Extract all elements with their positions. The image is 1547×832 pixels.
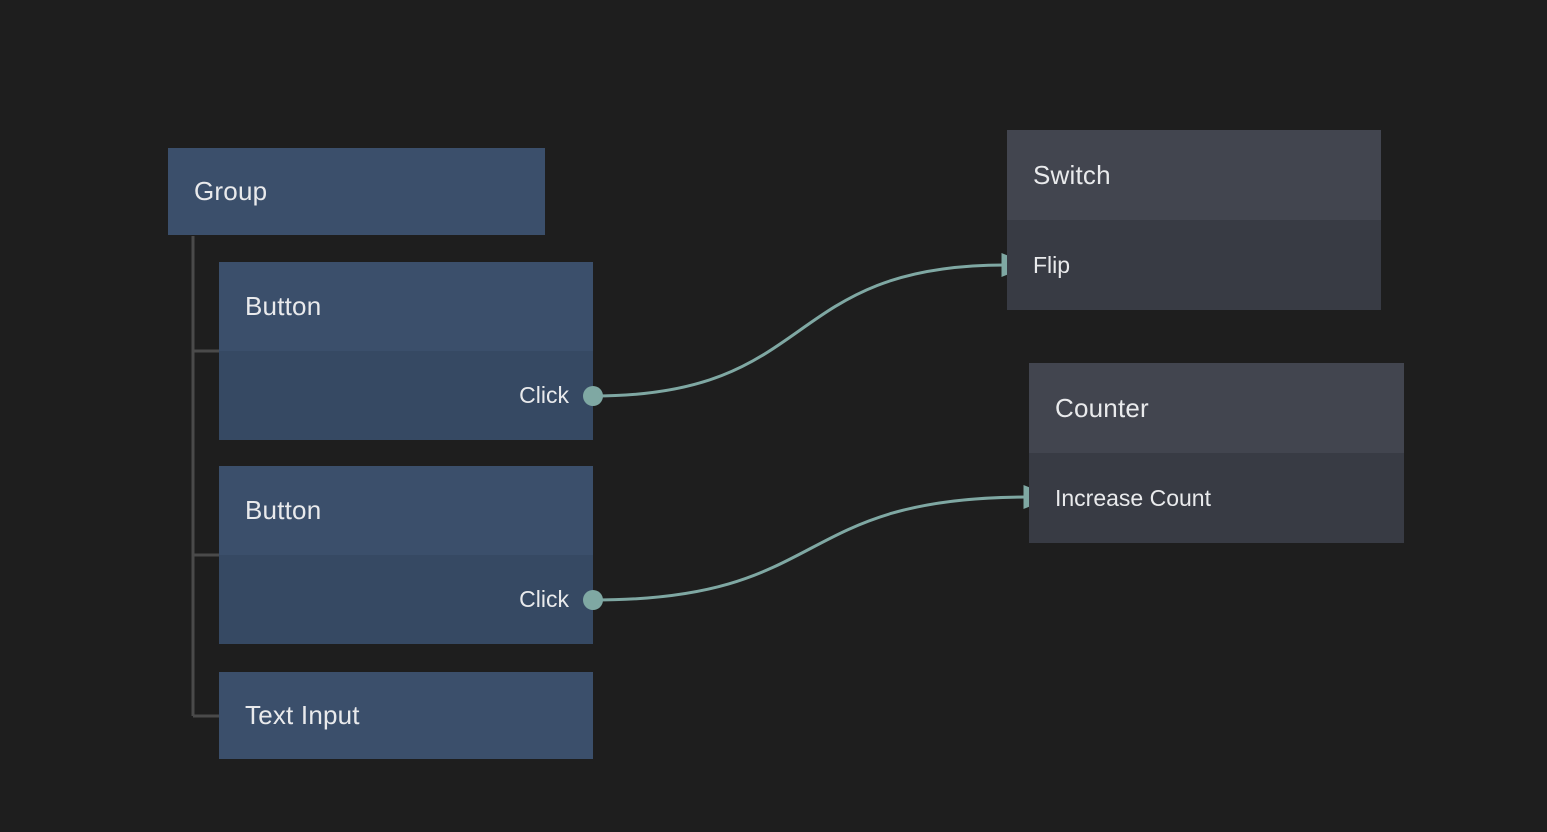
node-text-input-title: Text Input: [245, 700, 360, 730]
port-dot-icon[interactable]: [583, 589, 603, 610]
node-button-one[interactable]: Button Click: [219, 262, 603, 440]
node-switch-body: Flip: [1007, 220, 1381, 310]
node-button-two-body: Click: [219, 555, 603, 644]
port-in-increase-count-label: Increase Count: [1055, 484, 1211, 511]
port-out-click-label: Click: [519, 586, 569, 612]
port-out-click-button-one[interactable]: Click: [519, 380, 603, 412]
port-out-click-button-two[interactable]: Click: [519, 584, 603, 616]
node-counter[interactable]: Counter Increase Count: [1029, 363, 1404, 543]
port-out-click-label: Click: [519, 382, 569, 408]
port-in-flip-label: Flip: [1033, 251, 1071, 278]
node-group[interactable]: Group: [168, 148, 545, 235]
node-button-two-header[interactable]: Button: [219, 466, 593, 555]
node-counter-header[interactable]: Counter: [1029, 363, 1404, 453]
node-text-input-header[interactable]: Text Input: [219, 672, 593, 759]
node-counter-body: Increase Count: [1029, 453, 1404, 543]
node-button-one-title: Button: [245, 291, 322, 321]
node-switch-header[interactable]: Switch: [1007, 130, 1381, 220]
node-switch[interactable]: Switch Flip: [1007, 130, 1381, 310]
node-text-input[interactable]: Text Input: [219, 672, 593, 759]
edge-click-to-increase-count[interactable]: [592, 485, 1054, 602]
node-switch-title: Switch: [1033, 159, 1111, 190]
node-group-title: Group: [194, 176, 268, 206]
edge-click-to-flip[interactable]: [592, 253, 1032, 398]
node-button-two[interactable]: Button Click: [219, 466, 603, 644]
node-button-two-title: Button: [245, 495, 322, 525]
port-in-increase-count[interactable]: Increase Count: [1029, 482, 1211, 514]
port-in-flip[interactable]: Flip: [1007, 249, 1070, 281]
node-counter-title: Counter: [1055, 392, 1149, 423]
node-button-one-body: Click: [219, 351, 603, 440]
node-group-header[interactable]: Group: [168, 148, 545, 235]
port-dot-icon[interactable]: [583, 385, 603, 406]
node-button-one-header[interactable]: Button: [219, 262, 593, 351]
